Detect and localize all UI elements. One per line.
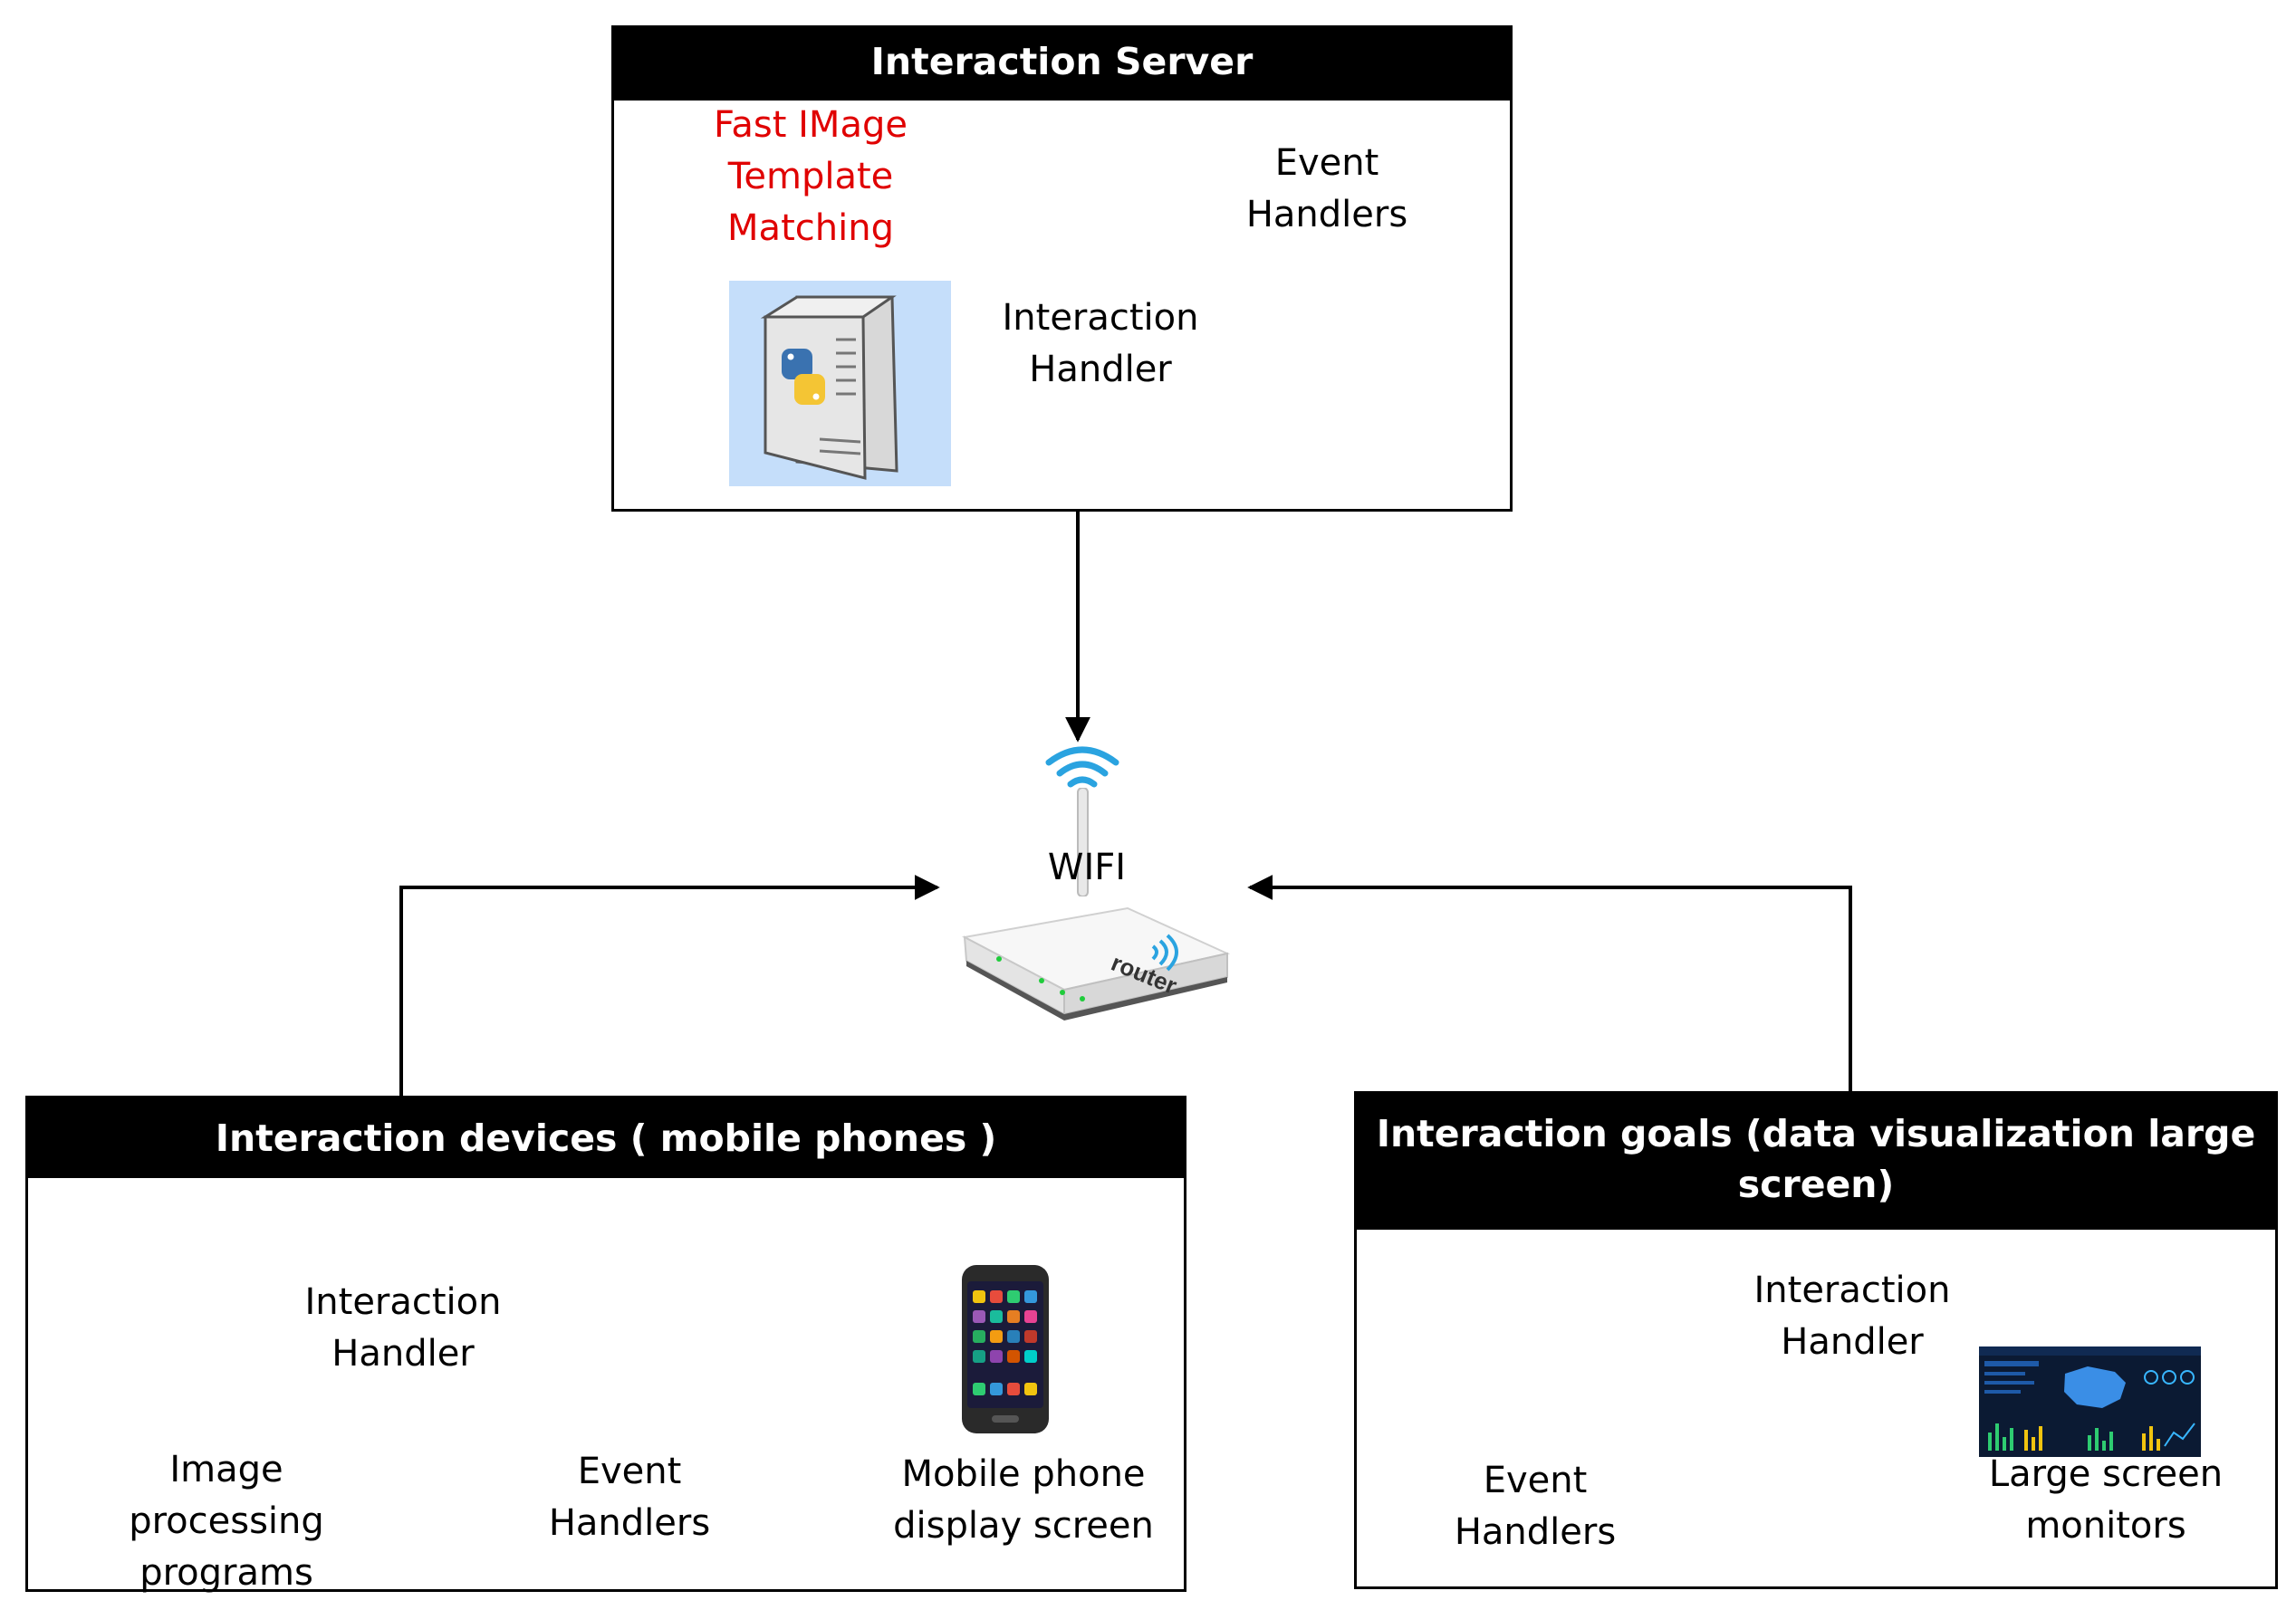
fast-image-template-matching-label: Fast IMage Template Matching bbox=[714, 104, 908, 249]
mobile-phone-display-label: Mobile phone display screen bbox=[893, 1453, 1154, 1547]
dashboard-screen-icon bbox=[1979, 1346, 2201, 1457]
router-antenna-icon bbox=[1077, 788, 1089, 896]
wifi-signal-icon bbox=[1045, 746, 1119, 788]
interaction-server-title: Interaction Server bbox=[614, 28, 1510, 101]
goals-interaction-handler-label: Interaction Handler bbox=[1753, 1270, 1951, 1363]
large-screen-monitors-label: Large screen monitors bbox=[1988, 1453, 2224, 1547]
smartphone-icon bbox=[962, 1265, 1049, 1433]
interaction-goals-title: Interaction goals (data visualization la… bbox=[1357, 1094, 2275, 1230]
server-interaction-handler-label: Interaction Handler bbox=[1002, 297, 1199, 390]
interaction-devices-box: Interaction devices ( mobile phones ) bbox=[25, 1096, 1186, 1592]
server-event-handlers-label: Event Handlers bbox=[1245, 142, 1408, 235]
devices-interaction-handler-label: Interaction Handler bbox=[304, 1281, 502, 1375]
devices-event-handlers-label: Event Handlers bbox=[548, 1451, 711, 1544]
interaction-goals-box: Interaction goals (data visualization la… bbox=[1354, 1091, 2278, 1589]
wifi-label: WIFI bbox=[1047, 847, 1127, 888]
python-server-icon bbox=[729, 281, 951, 486]
interaction-devices-title: Interaction devices ( mobile phones ) bbox=[28, 1098, 1184, 1178]
image-processing-programs-label: Image processing programs bbox=[129, 1449, 324, 1594]
goals-event-handlers-label: Event Handlers bbox=[1454, 1460, 1617, 1553]
wifi-router-icon: router bbox=[961, 906, 1231, 1021]
